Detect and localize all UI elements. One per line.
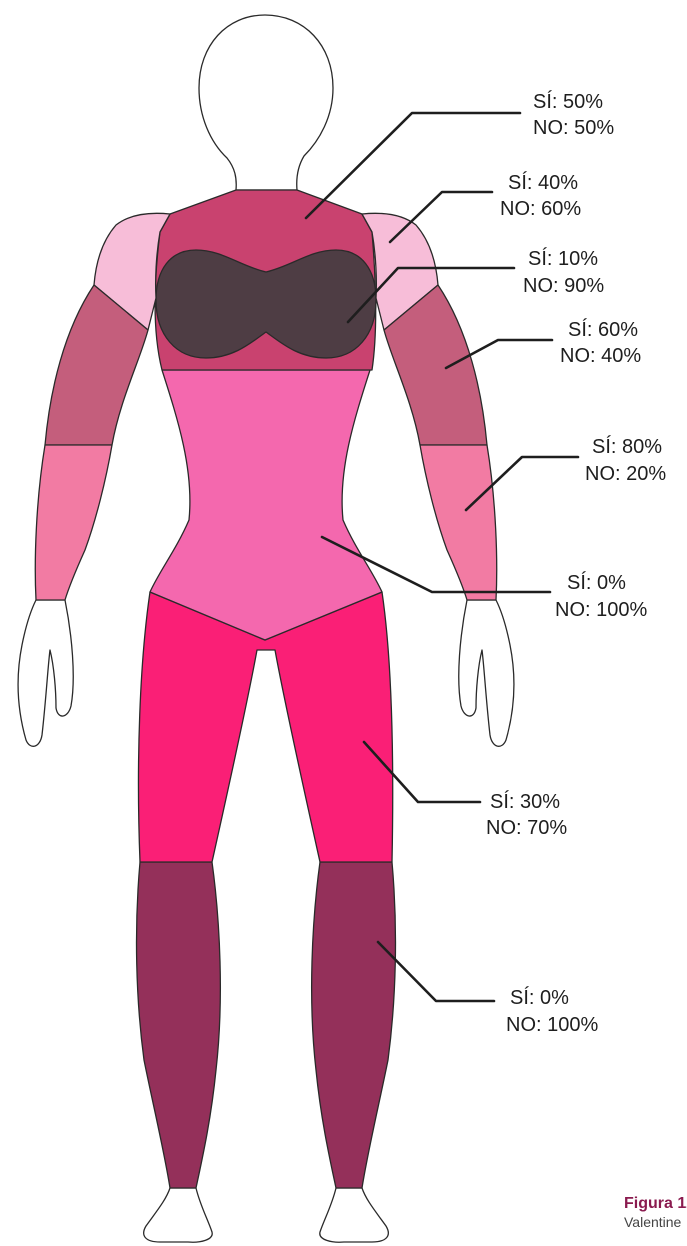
head xyxy=(199,15,333,190)
label-torso-no: NO: 100% xyxy=(555,599,647,621)
caption-label: Figura 12 xyxy=(624,1195,687,1212)
left-hand xyxy=(18,600,73,746)
label-calves-no: NO: 100% xyxy=(506,1014,598,1036)
leader-upper-chest xyxy=(306,113,520,218)
region-labels: SÍ: 50% NO: 50% SÍ: 40% NO: 60% SÍ: 10% … xyxy=(486,90,666,1036)
label-bust-no: NO: 90% xyxy=(523,275,604,297)
label-shoulders-si: SÍ: 40% xyxy=(508,171,578,194)
left-calf xyxy=(137,862,221,1188)
label-bust-si: SÍ: 10% xyxy=(528,247,598,270)
label-upper-arms-no: NO: 40% xyxy=(560,345,641,367)
right-foot xyxy=(320,1188,389,1242)
label-torso-si: SÍ: 0% xyxy=(567,571,626,594)
left-forearm xyxy=(35,445,112,600)
right-hand xyxy=(459,600,514,746)
body-figure xyxy=(18,15,514,1242)
label-upper-chest-si: SÍ: 50% xyxy=(533,90,603,113)
label-upper-arms-si: SÍ: 60% xyxy=(568,318,638,341)
caption-text: Valentine xyxy=(624,1214,682,1230)
right-calf xyxy=(312,862,396,1188)
figure-caption: Figura 12 Valentine xyxy=(624,1195,687,1230)
label-forearms-si: SÍ: 80% xyxy=(592,435,662,458)
label-shoulders-no: NO: 60% xyxy=(500,198,581,220)
left-foot xyxy=(144,1188,213,1242)
label-upper-chest-no: NO: 50% xyxy=(533,117,614,139)
right-forearm xyxy=(420,445,497,600)
label-thighs-si: SÍ: 30% xyxy=(490,790,560,813)
torso xyxy=(150,370,382,640)
label-forearms-no: NO: 20% xyxy=(585,463,666,485)
label-calves-si: SÍ: 0% xyxy=(510,986,569,1009)
label-thighs-no: NO: 70% xyxy=(486,817,567,839)
